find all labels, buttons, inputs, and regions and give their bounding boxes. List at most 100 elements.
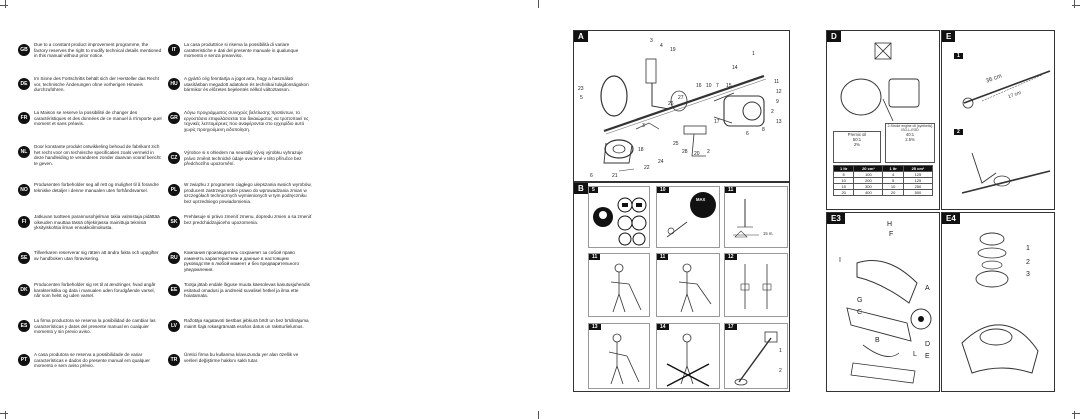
safe-distance-icon: [733, 199, 759, 238]
crop-mark: [5, 411, 6, 419]
notice-entry: FI Jatkuvan tuotteen parannusohjelman tak…: [18, 214, 166, 244]
callout-number: 1: [779, 348, 782, 354]
crop-mark: [1072, 5, 1080, 6]
panel-label: E4: [942, 213, 960, 224]
panel-e-handle-adjust: E 1 36 cm 17 cm 2: [941, 30, 1055, 210]
max-distance-value: 15 m.: [763, 231, 774, 236]
callout-letter: B: [875, 337, 880, 344]
tile-number: 14: [657, 324, 669, 330]
height-adjust-icon: [740, 264, 772, 309]
notice-text: Üretici firma bu kullanma kılavuzunda ye…: [184, 352, 299, 363]
panel-label: E3: [827, 213, 845, 224]
callout-number: 16: [696, 83, 702, 89]
language-badge: LV: [168, 320, 180, 332]
crop-mark: [0, 413, 8, 414]
callout-number: 3: [1026, 271, 1030, 278]
mix-right-box: 2-Stroke engine oil (synthetic) ISO-L-EG…: [885, 123, 935, 163]
panel-label: B: [574, 183, 588, 194]
spool-assembly-drawing: [961, 232, 1039, 374]
callout-number: 6: [590, 173, 593, 179]
notice-text: Компания производитель сохраняет за собо…: [184, 250, 300, 272]
mix-cell: 500: [902, 189, 934, 196]
mix-table: 1 ltr 20 cm³ 1 ltr 25 cm³ 5 100 4 125 10…: [832, 165, 934, 196]
callout-number: 9: [776, 99, 779, 105]
callout-letter: L: [913, 351, 917, 358]
callout-number: 5: [580, 95, 583, 101]
notice-text: Ražotāja sagatavoti tiesības jebkurā brī…: [184, 318, 309, 329]
instruction-tile: 11: [656, 253, 720, 317]
operator-cutting-icon: [608, 333, 640, 385]
tile-number: 13: [589, 324, 601, 330]
notice-text: Produsenten forbeholder seg all rett og …: [34, 182, 159, 193]
callout-number: 14: [732, 65, 738, 71]
language-badge: DK: [18, 284, 30, 296]
language-badge: RU: [168, 252, 180, 264]
language-badge: PT: [18, 354, 30, 366]
callout-number: 7: [716, 83, 719, 89]
callout-number: 6: [746, 131, 749, 137]
mix-right-header: 2-Stroke engine oil (synthetic) ISO-L-EG…: [887, 124, 933, 132]
language-badge: DE: [18, 78, 30, 90]
notice-text: Producenten forbeholder sig ret til at æ…: [34, 282, 156, 299]
tile-number: 11: [725, 187, 737, 193]
notice-text: Jatkuvan tuotteen parannusohjelman takia…: [34, 214, 160, 231]
max-distance-icon: [666, 192, 716, 238]
wrong-use-icon: [666, 333, 710, 387]
callout-number: 17: [714, 119, 720, 125]
handle-position-drawing: [962, 70, 1051, 109]
tile-number: 12: [725, 254, 737, 260]
notice-text: Λόγω προγράμματος συνεχούς βελτίωσης προ…: [184, 110, 309, 132]
notice-text: Výrobce si s ohledem na neustálý vývoj v…: [184, 150, 303, 167]
instruction-tile: 13: [588, 323, 650, 389]
callout-number: 1: [752, 51, 755, 57]
callout-number: 2: [1026, 259, 1030, 266]
callout-letter: E: [925, 353, 930, 360]
mix-right-ratio: 40:1: [905, 132, 915, 137]
notice-text: Tillverkaren reserverar sig rätten att ä…: [34, 250, 159, 261]
callout-number: 11: [774, 79, 780, 85]
panel-label: E: [942, 31, 956, 42]
sub-figure-number: 2: [954, 129, 963, 135]
callout-number: 2: [771, 109, 774, 115]
operator-stance-icon: [678, 263, 712, 313]
notice-text: Door konstante produkt ontwikkeling beho…: [34, 144, 161, 166]
notice-text: La Maison se reserve la possibilité de c…: [34, 110, 162, 127]
notice-entry: HU A gyártó cég fenntartja a jogot arra, …: [168, 76, 316, 106]
instruction-tile: 14: [656, 323, 720, 389]
language-badge: HU: [168, 78, 180, 90]
mix-left-pct: 2%: [853, 142, 861, 147]
crop-mark: [1074, 0, 1075, 8]
language-badge: FI: [18, 216, 30, 228]
panel-a-exploded-view: A 3 4 19 1 14 16 10 7 15 11 23 5 27 26 1…: [573, 30, 790, 182]
engine-fuel-drawing: [840, 42, 920, 122]
language-badge: FR: [18, 112, 30, 124]
callout-number: 10: [706, 83, 712, 89]
mix-right-pct: 2.5%: [905, 137, 915, 142]
instruction-tile: 11 15 m.: [724, 186, 788, 248]
callout-number: 27: [678, 95, 684, 101]
callout-number: 25: [673, 141, 679, 147]
notice-text: W związku z programem ciągłego ulepszani…: [184, 182, 312, 204]
callout-number: 8: [762, 127, 765, 133]
notice-entry: FR La Maison se reserve la possibilité de…: [18, 110, 166, 140]
crop-mark: [538, 411, 539, 419]
callout-letter: I: [839, 257, 841, 264]
notice-text: La firma productora se reserva la posibi…: [34, 318, 156, 335]
callout-number: 23: [578, 86, 584, 92]
language-badge: NL: [18, 146, 30, 158]
notice-text: A gyártó cég fenntartja a jogot arra, ho…: [184, 76, 309, 93]
language-badge: SE: [18, 252, 30, 264]
tile-number: 11: [589, 254, 601, 260]
instruction-tile: 17 1 2: [724, 323, 788, 389]
panel-d-fuel-mix: D Premix oil 50:1 2% 2-Stroke engine oil…: [826, 30, 940, 210]
handle-clamp-drawing: [961, 152, 1051, 194]
notice-text: Due to a constant product improvement pr…: [34, 42, 162, 59]
exploded-view-drawing: [600, 58, 767, 172]
